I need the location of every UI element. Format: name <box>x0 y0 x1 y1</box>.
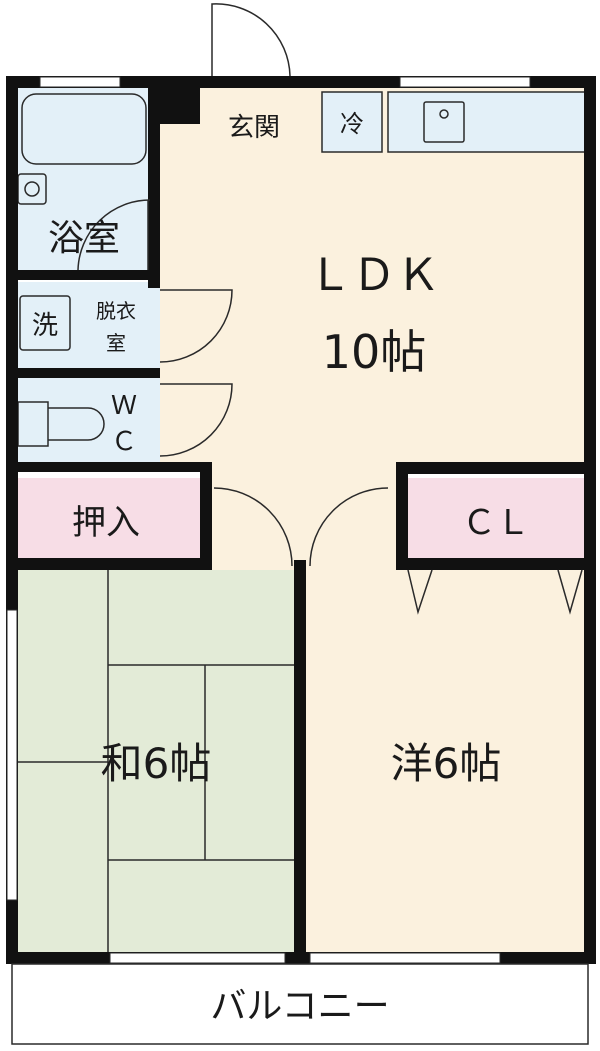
hall-floor <box>208 468 400 570</box>
western-room-floor <box>306 570 590 955</box>
bath-label: 浴室 <box>48 218 120 259</box>
fridge-space <box>321 91 383 153</box>
oshiire-label: 押入 <box>72 503 140 543</box>
windows <box>6 76 531 964</box>
western-room-label: 洋6帖 <box>391 739 502 788</box>
oshiire-floor <box>14 478 200 564</box>
ldk-size-label: 10帖 <box>322 325 427 379</box>
doors <box>77 3 583 615</box>
bathtub-icon <box>21 93 147 165</box>
washer-label: 洗 <box>32 311 58 341</box>
wc-door-swing <box>159 383 233 457</box>
balcony-label: バルコニー <box>210 986 389 1027</box>
ldk-name-label: ＬＤＫ <box>308 250 440 301</box>
cl-door-left <box>407 569 433 615</box>
dressing-label-line1: 脱衣 <box>96 299 136 323</box>
labels: 玄関 冷 ＬＤＫ 10帖 浴室 洗 脱衣 室 Ｗ Ｃ 押入 ＣＬ 和6帖 洋6帖… <box>32 110 530 1027</box>
sink-icon <box>423 101 465 143</box>
balcony <box>11 963 589 1045</box>
bath-door <box>77 199 151 271</box>
cl-door-right <box>557 569 583 615</box>
entrance-label: 玄関 <box>228 113 280 143</box>
japanese-room-label: 和6帖 <box>101 739 212 788</box>
wc-label-line1: Ｗ <box>111 391 137 421</box>
dressing-label-line2: 室 <box>106 331 126 355</box>
front-door-swing <box>211 3 291 77</box>
youshitsu-door-swing <box>309 487 389 567</box>
tatami-lines <box>14 570 300 955</box>
entrance-floor <box>210 92 298 154</box>
fridge-label: 冷 <box>340 110 364 138</box>
bath-fixtures <box>17 93 465 447</box>
cl-floor <box>406 478 586 564</box>
dressing-door-swing <box>159 289 233 363</box>
kitchen-counter <box>387 91 587 153</box>
wc-label-line2: Ｃ <box>111 427 137 457</box>
washitsu-door-swing <box>213 487 293 567</box>
cl-label: ＣＬ <box>462 503 530 543</box>
washing-machine-icon <box>19 295 71 351</box>
toilet-icon <box>17 401 105 447</box>
